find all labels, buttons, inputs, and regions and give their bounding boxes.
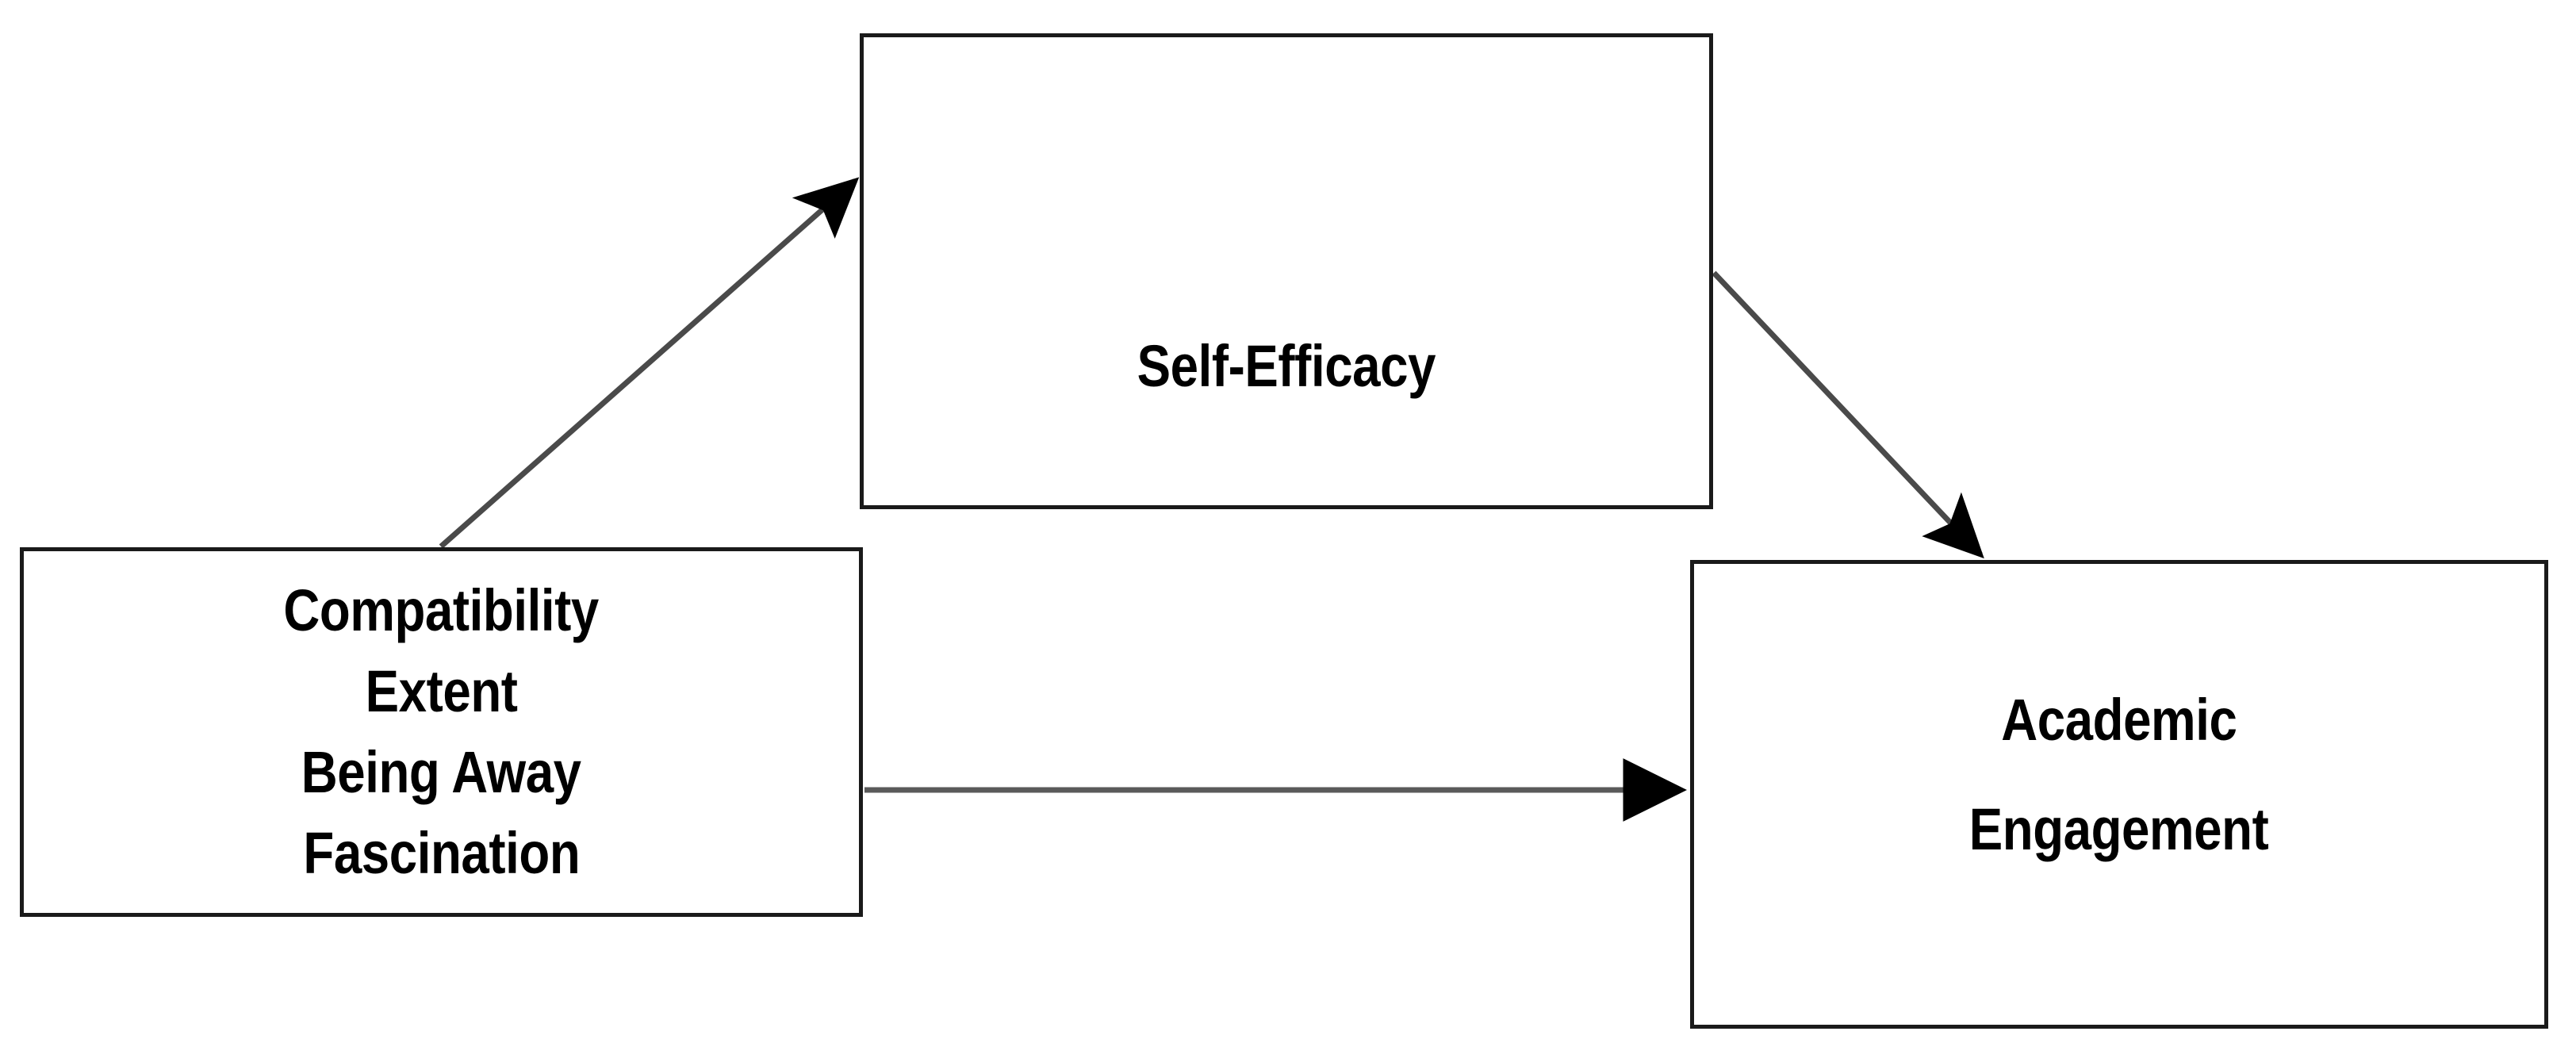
arrow-self-efficacy-to-engagement bbox=[1712, 270, 1984, 559]
self-efficacy-label: Self-Efficacy bbox=[1137, 333, 1436, 399]
arrow-factors-to-self-efficacy bbox=[439, 177, 860, 549]
restorative-factors-box: Compatibility Extent Being Away Fascinat… bbox=[20, 547, 863, 917]
factor-label-extent: Extent bbox=[365, 658, 518, 724]
academic-engagement-label-line1: Academic bbox=[2001, 687, 2237, 753]
factor-label-fascination: Fascination bbox=[303, 820, 580, 886]
self-efficacy-box: Self-Efficacy bbox=[860, 33, 1713, 509]
academic-engagement-box: Academic Engagement bbox=[1690, 560, 2548, 1029]
factor-label-compatibility: Compatibility bbox=[283, 577, 600, 643]
factor-label-being-away: Being Away bbox=[301, 739, 581, 805]
academic-engagement-label-line2: Engagement bbox=[1969, 796, 2269, 862]
